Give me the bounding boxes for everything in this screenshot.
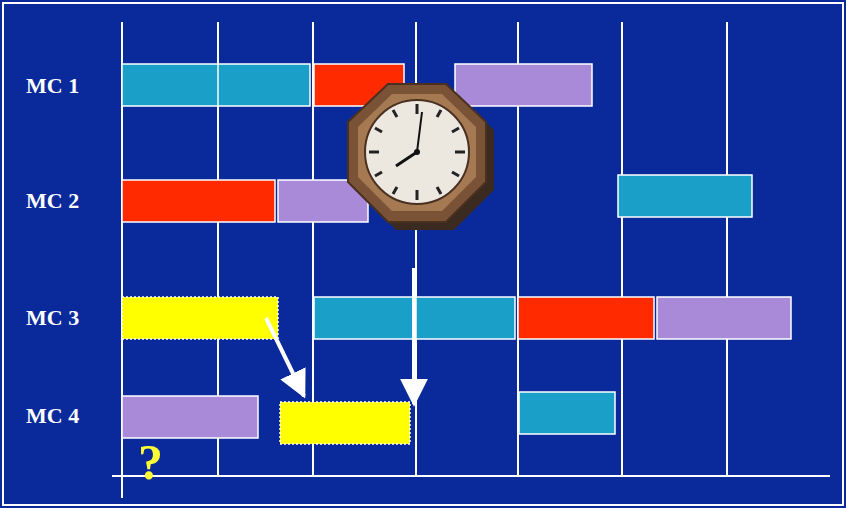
schedule-bars	[122, 64, 791, 444]
machine-label: MC 1	[26, 73, 79, 99]
question-mark: ?	[138, 433, 163, 491]
machine-label: MC 3	[26, 305, 79, 331]
machine-label: MC 2	[26, 188, 79, 214]
move-arrows	[266, 268, 414, 404]
frame	[3, 3, 843, 505]
clock-icon	[348, 84, 494, 230]
grid-lines	[112, 22, 830, 498]
machine-label: MC 4	[26, 403, 79, 429]
